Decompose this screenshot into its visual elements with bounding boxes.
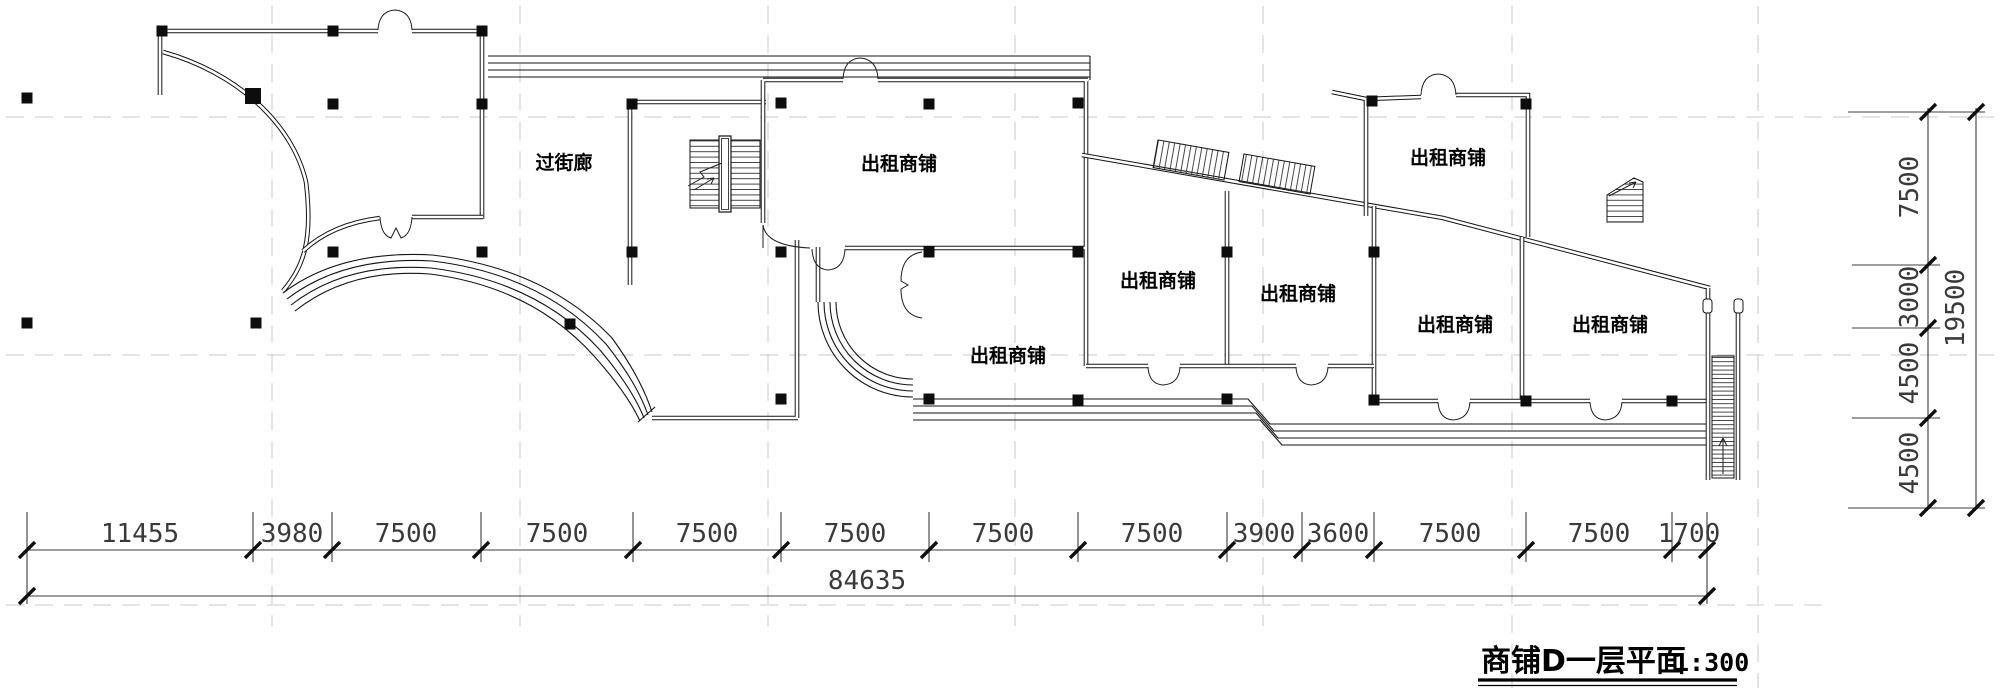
columns: [21, 25, 1678, 407]
dim-3980: 3980: [261, 519, 324, 549]
door-arcs: [377, 9, 1623, 421]
room-label-shop-lower-left: 出租商铺: [970, 344, 1046, 367]
dim-total-84635: 84635: [828, 566, 906, 596]
dimension-ticks-bottom: [17, 540, 1717, 606]
dim-right-7500: 7500: [1895, 156, 1925, 219]
title-block: 商铺D一层平面 1:300: [1478, 644, 1749, 687]
staircase-main: [687, 135, 761, 213]
dim-3900: 3900: [1233, 519, 1296, 549]
walls: [157, 28, 1741, 480]
dim-11455: 11455: [101, 519, 179, 549]
room-label-shop-middle-2: 出租商铺: [1260, 282, 1336, 305]
escalator-right-end: [1702, 298, 1744, 479]
ramp-hatch-1: [1152, 139, 1230, 181]
room-label-shop-middle-3: 出租商铺: [1417, 313, 1493, 336]
dim-right-3000: 3000: [1895, 266, 1925, 329]
dim-right-4500-1: 4500: [1895, 342, 1925, 405]
room-label-shop-top-right: 出租商铺: [1410, 146, 1486, 169]
grid-lines: [6, 6, 1994, 688]
dim-right-4500-2: 4500: [1895, 432, 1925, 495]
room-label-shop-middle-1: 出租商铺: [1120, 269, 1196, 292]
arcade-curved-band: [282, 253, 656, 423]
dim-7500-5: 7500: [972, 519, 1035, 549]
room-labels: 过街廊 出租商铺 出租商铺 出租商铺 出租商铺 出租商铺 出租商铺 出租商铺: [535, 146, 1648, 367]
dim-right-total-19500: 19500: [1941, 269, 1971, 347]
dim-7500-3: 7500: [676, 519, 739, 549]
dim-1700: 1700: [1658, 519, 1721, 549]
drawing-scale: 1:300: [1674, 648, 1749, 677]
dim-7500-8: 7500: [1568, 519, 1631, 549]
dim-7500-4: 7500: [824, 519, 887, 549]
canopy-band-lines: [488, 55, 1091, 80]
dimension-ticks-right: [1918, 102, 1986, 518]
dim-7500-6: 7500: [1121, 519, 1184, 549]
drawing-title: 商铺D一层平面: [1481, 644, 1686, 679]
dimension-right: 7500 3000 4500 4500 19500: [1848, 102, 1986, 518]
room-label-shop-middle-4: 出租商铺: [1572, 313, 1648, 336]
dim-7500-2: 7500: [526, 519, 589, 549]
curved-glass-arcs: [817, 301, 914, 398]
room-label-corridor: 过街廊: [535, 151, 592, 174]
dim-7500-7: 7500: [1419, 519, 1482, 549]
dimension-bottom: 11455 3980 7500 7500 7500 7500 7500 7500…: [17, 512, 1721, 606]
ramp-hatch-2: [1238, 153, 1316, 195]
room-label-shop-top-main: 出租商铺: [861, 152, 937, 175]
staircase-small: [1606, 177, 1644, 223]
dim-7500-1: 7500: [375, 519, 438, 549]
dim-3600: 3600: [1307, 519, 1370, 549]
